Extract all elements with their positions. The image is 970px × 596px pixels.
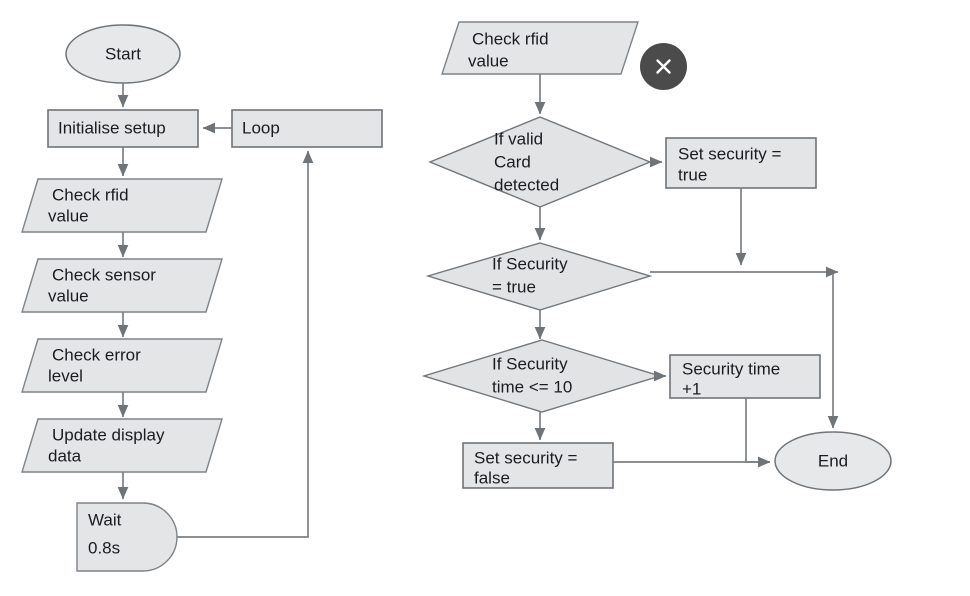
node-check-error-level-line2: level [48,366,83,385]
node-check-rfid-value[interactable]: Check rfid value [21,178,223,233]
node-if-security-time-line1: If Security [492,354,568,373]
close-button[interactable] [640,43,687,90]
node-check-sensor-value-line1: Check sensor [52,265,156,284]
node-loop-label: Loop [242,118,280,137]
node-end-label: End [818,451,848,470]
node-if-valid-card-line3: detected [494,175,559,194]
node-set-security-true-line1: Set security = [678,144,782,163]
node-right-check-rfid-value-line2: value [468,51,509,70]
node-if-security-true[interactable]: If Security = true [425,242,653,311]
node-initialise-setup[interactable]: Initialise setup [47,109,199,148]
node-if-security-true-line2: = true [492,277,536,296]
close-icon [656,59,671,74]
node-check-rfid-value-line2: value [48,206,89,225]
node-check-sensor-value-line2: value [48,286,89,305]
node-update-display-data[interactable]: Update display data [21,418,223,473]
node-if-security-time[interactable]: If Security time <= 10 [421,339,663,413]
node-wait[interactable]: Wait 0.8s [76,502,178,572]
node-set-security-false-line1: Set security = [474,448,578,467]
edge-inc-to-end [745,398,771,468]
node-check-error-level-line1: Check error [52,345,141,364]
node-wait-line2: 0.8s [88,538,120,557]
node-set-security-true-line2: true [678,165,707,184]
node-set-security-false-line2: false [474,468,510,487]
node-if-security-true-line1: If Security [492,254,568,273]
node-if-security-time-line2: time <= 10 [492,377,572,396]
node-end[interactable]: End [774,431,892,491]
node-wait-line1: Wait [88,510,122,529]
node-right-check-rfid-value[interactable]: Check rfid value [441,21,639,75]
node-check-rfid-value-line1: Check rfid [52,185,129,204]
node-check-error-level[interactable]: Check error level [21,338,223,393]
node-update-display-data-line2: data [48,446,82,465]
node-start-label: Start [105,44,141,63]
node-if-valid-card-line1: If valid [494,129,543,148]
node-update-display-data-line1: Update display [52,425,165,444]
node-if-valid-card-line2: Card [494,152,531,171]
node-set-security-false[interactable]: Set security = false [462,442,614,489]
node-right-check-rfid-value-line1: Check rfid [472,29,549,48]
node-if-valid-card-detected[interactable]: If valid Card detected [428,116,652,208]
node-security-time-increment[interactable]: Security time +1 [669,354,821,399]
node-check-sensor-value[interactable]: Check sensor value [21,258,223,313]
edge-wait-to-loop [177,150,314,538]
node-security-time-increment-line1: Security time [682,359,780,378]
node-loop[interactable]: Loop [231,109,383,148]
node-start[interactable]: Start [65,24,181,84]
node-set-security-true[interactable]: Set security = true [665,137,817,189]
node-initialise-setup-label: Initialise setup [58,118,166,137]
node-security-time-increment-line2: +1 [682,379,701,398]
